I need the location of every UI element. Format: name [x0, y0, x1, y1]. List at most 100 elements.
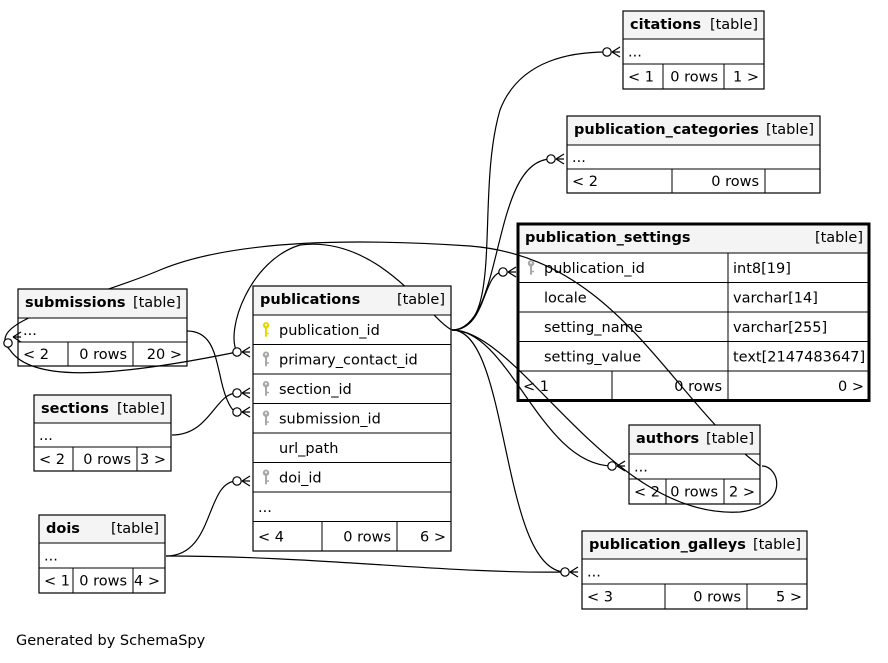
column-name: submission_id — [279, 411, 381, 427]
more-columns: ... — [23, 323, 37, 339]
crows-foot-marker — [555, 153, 565, 165]
relationship-edge — [451, 329, 778, 513]
optional-marker — [232, 476, 242, 486]
parent-count: < 1 — [628, 70, 654, 86]
optional-marker — [602, 47, 612, 57]
table-type-label: [table] — [117, 401, 165, 417]
row-count: 0 rows — [79, 574, 127, 590]
crows-foot-marker — [569, 566, 579, 578]
child-count: 20 > — [147, 347, 182, 363]
row-count: 0 rows — [693, 590, 741, 606]
table-border — [581, 530, 808, 610]
row-count: 0 rows — [343, 529, 391, 545]
child-count: 1 > — [733, 70, 759, 86]
parent-count: < 2 — [23, 347, 49, 363]
column-name: publication_id — [544, 261, 645, 277]
table-name: publication_categories — [574, 122, 759, 138]
row-count: 0 rows — [670, 70, 718, 86]
more-columns: ... — [628, 45, 642, 61]
table-header — [582, 531, 807, 559]
crows-foot-marker — [241, 475, 251, 487]
foreign-key-icon — [262, 469, 270, 485]
crows-foot-marker — [241, 406, 251, 418]
column-name: doi_id — [279, 470, 322, 486]
crows-foot-marker — [12, 331, 22, 343]
table-publications: publications[table]publication_idprimary… — [252, 285, 452, 552]
crows-foot-marker — [241, 346, 251, 358]
table-type-label: [table] — [815, 230, 863, 246]
parent-count: < 1 — [523, 379, 549, 395]
table-header — [518, 224, 869, 253]
table-border — [628, 424, 761, 505]
table-type-label: [table] — [133, 295, 181, 311]
table-header — [39, 515, 165, 543]
table-type-label: [table] — [753, 537, 801, 553]
relationship-edge — [451, 51, 608, 331]
optional-marker — [232, 388, 242, 398]
column-name: primary_contact_id — [279, 352, 418, 368]
relationship-edge — [451, 158, 552, 331]
table-header — [253, 286, 451, 315]
table-type-label: [table] — [710, 17, 758, 33]
parent-count: < 4 — [258, 529, 284, 545]
table-border — [33, 394, 172, 472]
column-type: text[2147483647] — [733, 349, 865, 365]
table-name: authors — [636, 431, 699, 447]
row-count: 0 rows — [674, 379, 722, 395]
child-count: 0 > — [838, 379, 864, 395]
table-border — [252, 285, 452, 552]
optional-marker — [232, 407, 242, 417]
crows-foot-marker — [611, 46, 621, 58]
more-columns: ... — [39, 428, 53, 444]
parent-count: < 1 — [44, 574, 70, 590]
column-name: section_id — [279, 382, 352, 398]
parent-count: < 2 — [572, 174, 598, 190]
column-name: locale — [544, 290, 587, 306]
more-columns: ... — [44, 549, 58, 565]
table-border — [516, 222, 871, 402]
optional-marker — [3, 338, 13, 348]
table-name: dois — [46, 521, 80, 537]
optional-marker — [498, 267, 508, 277]
column-type: int8[19] — [733, 261, 791, 277]
table-border — [38, 514, 166, 594]
table-name: publication_galleys — [589, 537, 746, 553]
relationship-edge — [186, 330, 238, 413]
column-type: varchar[14] — [733, 290, 818, 306]
row-count: 0 rows — [83, 452, 131, 468]
more-columns: ... — [587, 565, 601, 581]
row-count: 0 rows — [79, 347, 127, 363]
crows-foot-marker — [241, 387, 251, 399]
table-name: publications — [260, 292, 360, 308]
child-count: 4 > — [134, 574, 160, 590]
child-count: 6 > — [420, 529, 446, 545]
table-publication_settings: publication_settings[table]publication_i… — [516, 222, 871, 402]
relationship-edge — [451, 271, 504, 331]
relationship-edge — [451, 329, 613, 467]
crows-foot-marker — [507, 266, 517, 278]
optional-marker — [546, 154, 556, 164]
column-name: url_path — [279, 441, 338, 457]
parent-count: < 2 — [634, 485, 660, 501]
relationship-edge — [165, 555, 566, 573]
foreign-key-icon — [262, 410, 270, 426]
table-border — [566, 115, 821, 194]
table-type-label: [table] — [706, 431, 754, 447]
child-count: 5 > — [776, 590, 802, 606]
child-count: 2 > — [729, 485, 755, 501]
parent-count: < 2 — [39, 452, 65, 468]
column-type: varchar[255] — [733, 320, 827, 336]
generated-by-footer: Generated by SchemaSpy — [16, 633, 206, 649]
table-type-label: [table] — [766, 122, 814, 138]
table-header — [567, 116, 820, 145]
table-type-label: [table] — [397, 292, 445, 308]
more-columns: ... — [634, 460, 648, 476]
relationship-edge — [171, 392, 238, 436]
